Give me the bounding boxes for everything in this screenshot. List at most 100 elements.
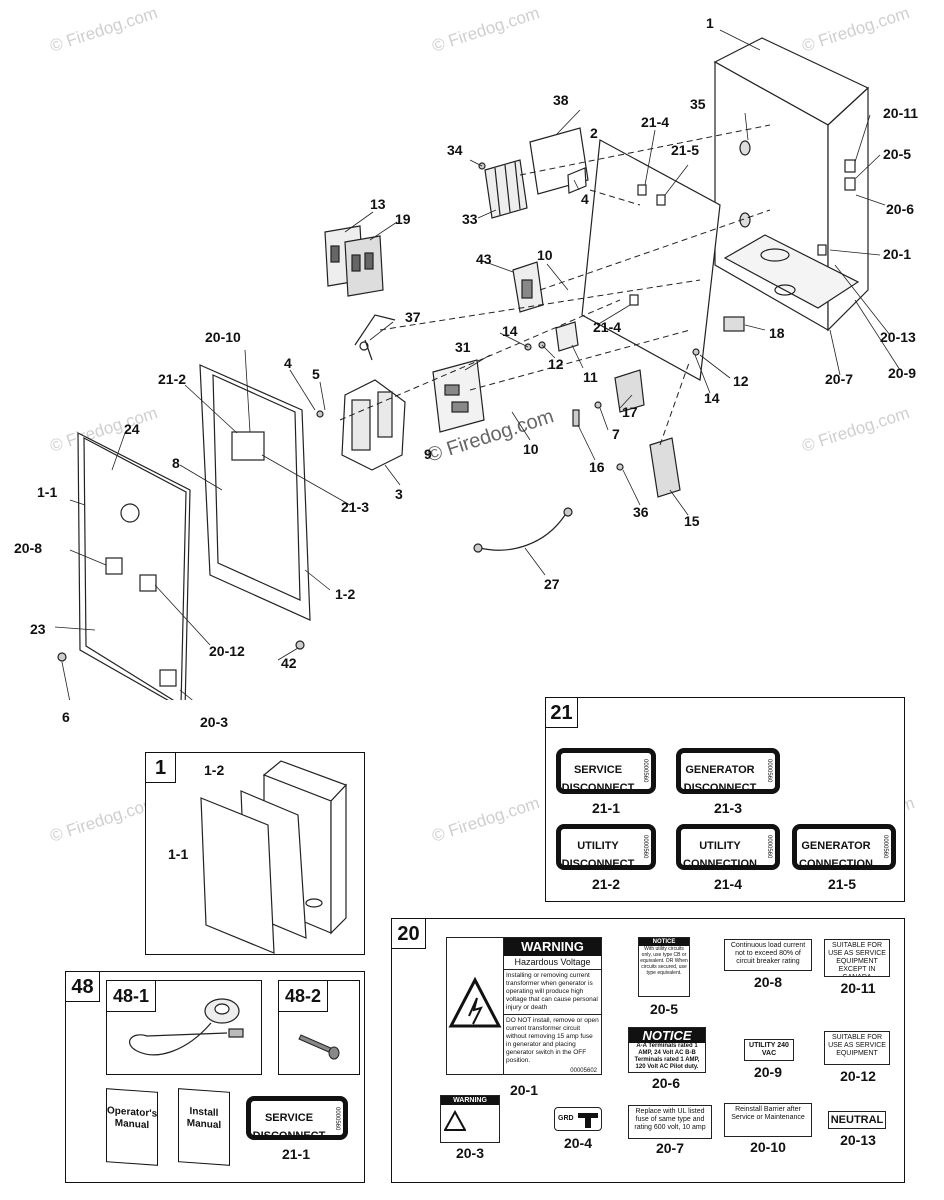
callout: 15 bbox=[684, 513, 700, 529]
callout: 37 bbox=[405, 309, 421, 325]
callout: 7 bbox=[612, 426, 620, 442]
decal-caption: 20-6 bbox=[651, 1075, 681, 1091]
callout: 20-13 bbox=[880, 329, 916, 345]
enclosure-assembly-drawing bbox=[200, 760, 348, 954]
decal-reinstall-barrier: Reinstall Barrier after Service or Maint… bbox=[724, 1103, 812, 1137]
relay bbox=[512, 261, 544, 313]
callout: 9 bbox=[424, 446, 432, 462]
callout: 10 bbox=[523, 441, 539, 457]
small-parts bbox=[57, 140, 751, 662]
hazard-icon bbox=[448, 976, 502, 1028]
callout: 8 bbox=[172, 455, 180, 471]
enclosure bbox=[713, 37, 870, 332]
leader-lines bbox=[54, 29, 901, 700]
callout: 4 bbox=[284, 355, 292, 371]
callout: 20-10 bbox=[205, 329, 241, 345]
control-board bbox=[432, 359, 485, 433]
warning-body-1: Installing or removing current transform… bbox=[504, 969, 601, 1014]
label-caption: 21-4 bbox=[713, 876, 743, 892]
decal-caption: 20-3 bbox=[455, 1145, 485, 1161]
callout: 43 bbox=[476, 251, 492, 267]
callout: 27 bbox=[544, 576, 560, 592]
install-manual: Install Manual bbox=[178, 1088, 230, 1166]
callout: 34 bbox=[447, 142, 463, 158]
assembly-lines bbox=[339, 124, 771, 446]
panel-id: 1 bbox=[146, 753, 176, 783]
label-caption: 21-5 bbox=[827, 876, 857, 892]
subpanel-id: 48-2 bbox=[279, 981, 329, 1012]
callout: 20-6 bbox=[886, 201, 915, 217]
callout: 20-8 bbox=[14, 540, 43, 556]
callout: 1-2 bbox=[204, 762, 225, 778]
decal-caption: 20-5 bbox=[649, 1001, 679, 1017]
callout: 20-5 bbox=[883, 146, 912, 162]
label-caption: 21-1 bbox=[281, 1146, 311, 1162]
current-transformer-drawing bbox=[129, 998, 244, 1056]
panel-id: 20 bbox=[392, 919, 426, 949]
terminal-block bbox=[484, 159, 528, 219]
callout: 33 bbox=[462, 211, 478, 227]
exploded-view-drawing bbox=[54, 29, 901, 700]
callout: 17 bbox=[622, 404, 638, 420]
decal-load-current: Continuous load current not to exceed 80… bbox=[724, 939, 812, 971]
callout: 3 bbox=[395, 486, 403, 502]
warning-body-2: DO NOT install, remove or open current t… bbox=[504, 1014, 601, 1067]
decal-ground: GRD bbox=[554, 1107, 602, 1131]
panel-id: 48 bbox=[66, 972, 100, 1002]
operators-manual: Operator's Manual bbox=[106, 1088, 158, 1166]
decal-caption: 20-13 bbox=[840, 1132, 876, 1148]
decal-notice-terminals: NOTICE A-A Terminals rated 1 AMP, 24 Vol… bbox=[628, 1027, 706, 1073]
callout: 11 bbox=[583, 369, 598, 385]
contactor bbox=[341, 379, 406, 471]
callout: 16 bbox=[589, 459, 605, 475]
panel-1: 1 1-2 1-1 bbox=[145, 752, 365, 955]
callout: 38 bbox=[553, 92, 569, 108]
callout: 1-2 bbox=[335, 586, 356, 602]
callout: 42 bbox=[281, 655, 297, 671]
decal-utility-240vac: UTILITY 240 VAC bbox=[744, 1039, 794, 1061]
subpanel-48-2: 48-2 bbox=[278, 980, 360, 1075]
decal-notice-small: NOTICE With utility circuits only, use t… bbox=[638, 937, 690, 997]
callout: 31 bbox=[455, 339, 471, 355]
callout: 1-1 bbox=[168, 846, 189, 862]
callout: 21-3 bbox=[341, 499, 370, 515]
callout: 10 bbox=[537, 247, 553, 263]
decal-caption: 20-11 bbox=[840, 980, 876, 996]
decal-caption: 20-10 bbox=[750, 1139, 786, 1155]
callout: 21-4 bbox=[641, 114, 670, 130]
cover-38 bbox=[529, 127, 589, 195]
callout: 23 bbox=[30, 621, 46, 637]
callout: 1 bbox=[706, 15, 714, 31]
callout: 35 bbox=[690, 96, 706, 112]
callout: 12 bbox=[733, 373, 749, 389]
label-caption: 21-3 bbox=[713, 800, 743, 816]
callout: 20-1 bbox=[883, 246, 912, 262]
callout: 14 bbox=[704, 390, 720, 406]
callout: 21-4 bbox=[593, 319, 622, 335]
callout: 20-12 bbox=[209, 643, 245, 659]
decal-caption: 20-12 bbox=[840, 1068, 876, 1084]
decal-warning-small: WARNING bbox=[440, 1095, 500, 1143]
label-caption: 21-2 bbox=[591, 876, 621, 892]
decal-service-equipment-canada: SUITABLE FOR USE AS SERVICE EQUIPMENT EX… bbox=[824, 939, 890, 977]
callout: 18 bbox=[769, 325, 785, 341]
callout: 5 bbox=[312, 366, 320, 382]
label-caption: 21-1 bbox=[591, 800, 621, 816]
callout: 12 bbox=[548, 356, 564, 372]
decal-caption: 20-7 bbox=[655, 1140, 685, 1156]
subpanel-48-1: 48-1 bbox=[106, 980, 262, 1075]
watermark: © Firedog.com bbox=[47, 793, 160, 846]
callout: 21-2 bbox=[158, 371, 187, 387]
ground-icon bbox=[578, 1113, 598, 1128]
warning-title: Hazardous Voltage bbox=[514, 957, 591, 967]
front-door bbox=[77, 432, 191, 700]
callout: 6 bbox=[62, 709, 70, 725]
subpanel-id: 48-1 bbox=[107, 981, 157, 1012]
